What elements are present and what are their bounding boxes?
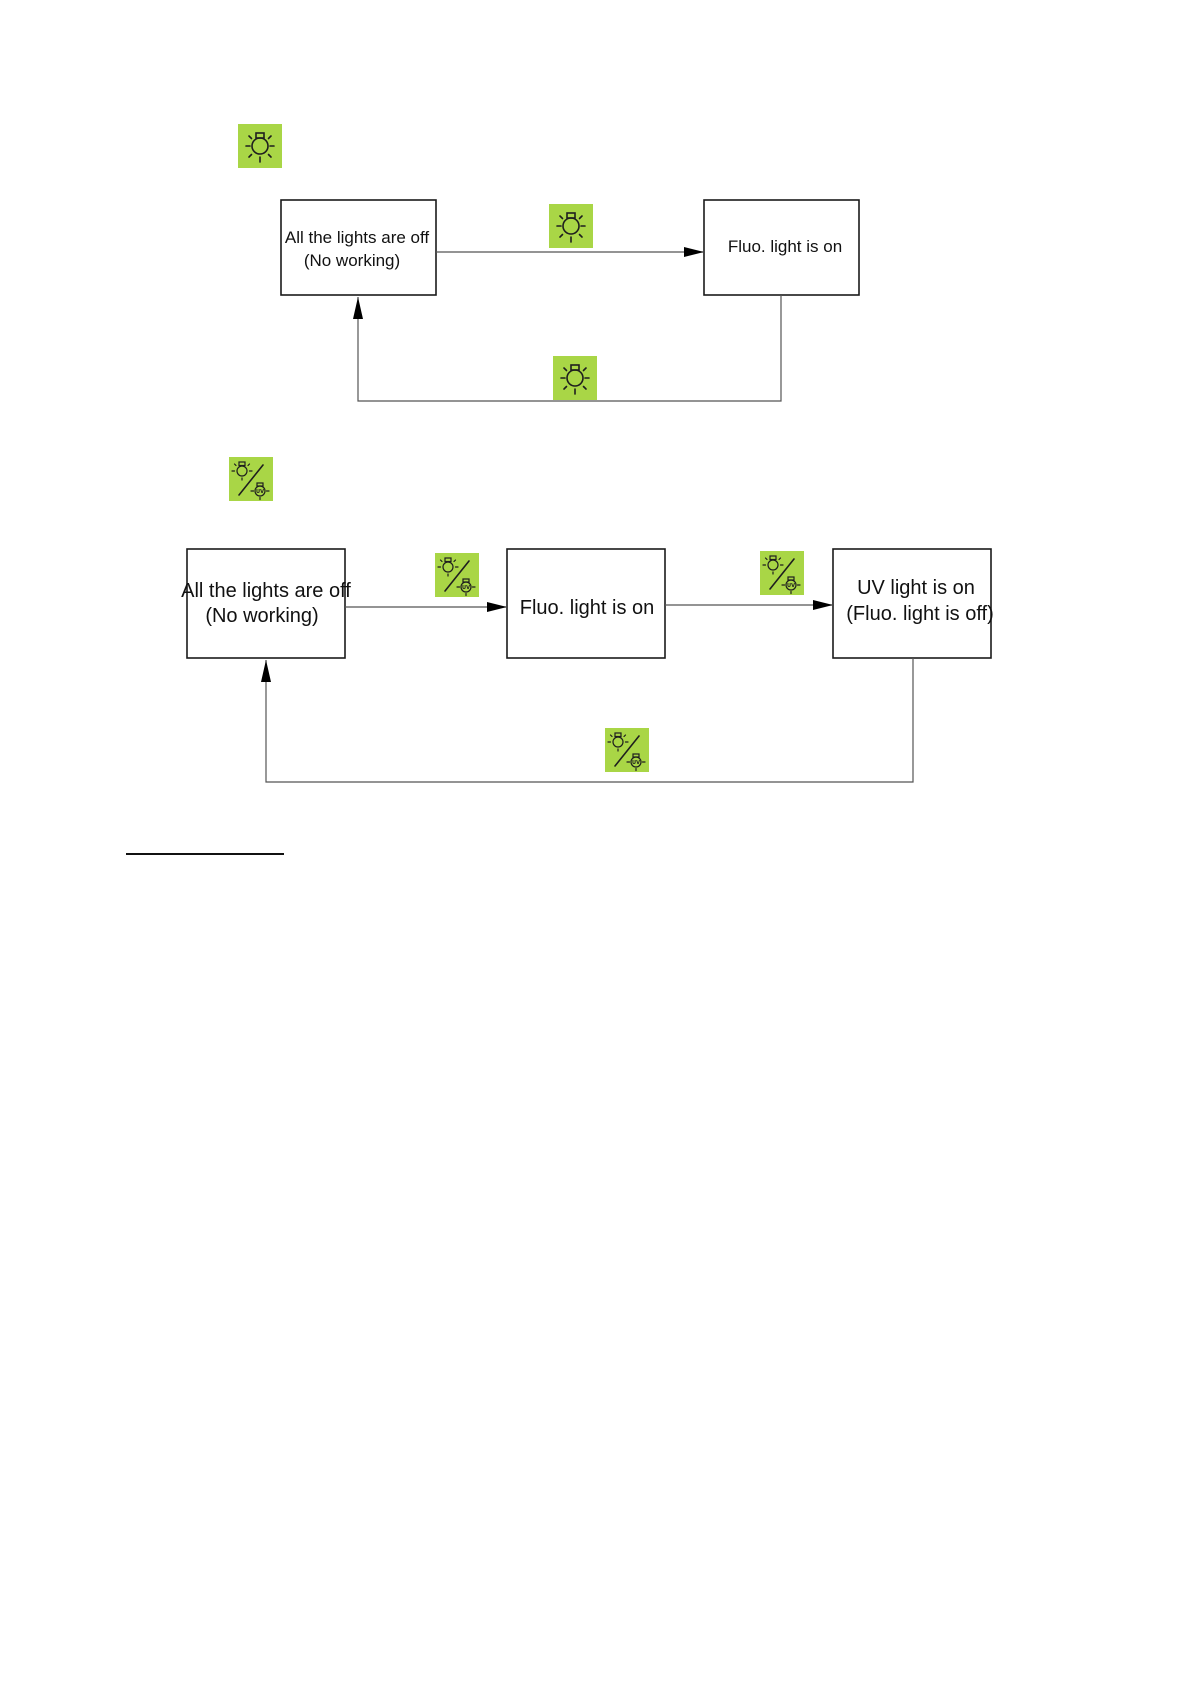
section-divider [126, 853, 284, 855]
state-box-fluo-on: Fluo. light is on [704, 200, 859, 295]
light-uv-toggle-icon [229, 457, 273, 501]
diagram-2: All the lights are off (No working) Fluo… [181, 457, 994, 782]
state-box-fluo-on: Fluo. light is on [507, 549, 665, 658]
state-sublabel: (Fluo. light is off) [846, 603, 993, 625]
state-sublabel: (No working) [304, 251, 400, 270]
state-label: UV light is on [857, 577, 975, 599]
diagram-1: All the lights are off (No working) Fluo… [238, 124, 859, 401]
light-bulb-icon [238, 124, 282, 168]
state-box-all-off: All the lights are off (No working) [181, 549, 351, 658]
light-uv-toggle-icon [435, 553, 479, 597]
state-box-uv-on: UV light is on (Fluo. light is off) [833, 549, 994, 658]
state-sublabel: (No working) [205, 605, 318, 627]
state-label: All the lights are off [285, 228, 430, 247]
transition-arrow-uv-to-off [266, 658, 913, 782]
state-label: All the lights are off [181, 580, 351, 602]
light-uv-toggle-icon [605, 728, 649, 772]
light-bulb-icon [549, 204, 593, 248]
light-uv-toggle-icon [760, 551, 804, 595]
state-label: Fluo. light is on [728, 237, 842, 256]
state-box-all-off: All the lights are off (No working) [281, 200, 436, 295]
light-bulb-icon [553, 356, 597, 400]
state-label: Fluo. light is on [520, 597, 655, 619]
